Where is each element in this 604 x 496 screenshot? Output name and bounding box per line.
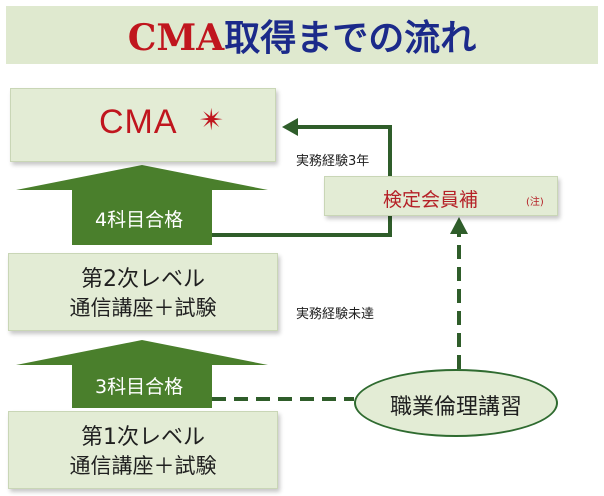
title-cma: CMA	[127, 17, 225, 59]
level2-box: 第2次レベル 通信講座＋試験	[8, 253, 278, 331]
cma-star-icon: ✴	[199, 103, 225, 138]
cma-logo: CMA	[99, 103, 178, 141]
level1-box: 第1次レベル 通信講座＋試験	[8, 411, 278, 489]
level2-subtitle: 通信講座＋試験	[69, 296, 217, 320]
kentei-label: 検定会員補	[383, 189, 479, 211]
experience-3yr-note: 実務経験3年	[296, 154, 370, 169]
ethics-course-oval: 職業倫理講習	[354, 369, 558, 437]
arrowhead-to-cma	[282, 118, 298, 136]
title-banner: CMA取得までの流れ	[6, 6, 598, 64]
ethics-course-label: 職業倫理講習	[389, 395, 522, 420]
cma-box: CMA ✴	[10, 88, 276, 162]
upper-arrow-label: 4科目合格	[95, 209, 184, 231]
page-title: CMA取得までの流れ	[128, 9, 476, 61]
level1-subtitle: 通信講座＋試験	[69, 454, 217, 478]
kentei-box: 検定会員補 (注)	[324, 176, 558, 216]
level2-title: 第2次レベル	[81, 267, 205, 292]
upper-up-arrow	[16, 165, 268, 245]
title-rest: 取得までの流れ	[224, 18, 477, 59]
lower-arrow-label: 3科目合格	[95, 376, 184, 398]
lower-up-arrow	[16, 340, 268, 408]
experience-insufficient-note: 実務経験未達	[296, 307, 375, 322]
level1-title: 第1次レベル	[81, 425, 205, 450]
arrowhead-to-kentei	[450, 217, 468, 234]
kentei-note: (注)	[526, 197, 544, 208]
